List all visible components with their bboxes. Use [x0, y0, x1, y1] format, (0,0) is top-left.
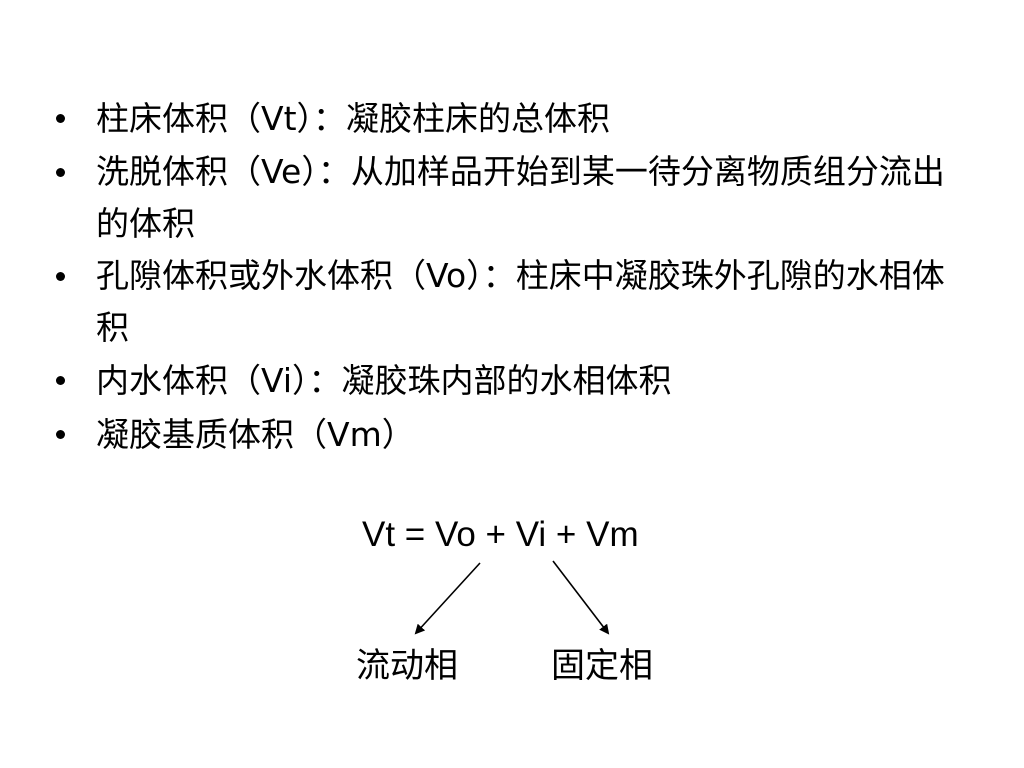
bullet-dot-icon	[56, 114, 65, 123]
bullet-item-matrix-volume: 凝胶基质体积（Vm）	[54, 408, 954, 462]
bullet-item-total-volume: 柱床体积（Vt）：凝胶柱床的总体积	[54, 92, 954, 146]
bullet-item-elution-volume: 洗脱体积（Ve）：从加样品开始到某一待分离物质组分流出的体积	[54, 146, 954, 250]
formula-arrows	[414, 560, 610, 635]
volume-formula: Vt = Vo + Vi + Vm	[362, 515, 639, 554]
arrow-to-mobile-phase	[414, 562, 481, 635]
bullet-item-void-volume: 孔隙体积或外水体积（Vo）：柱床中凝胶珠外孔隙的水相体积	[54, 250, 954, 354]
bullet-text: 洗脱体积（Ve）：从加样品开始到某一待分离物质组分流出的体积	[96, 152, 945, 243]
bullet-text: 凝胶基质体积（Vm）	[96, 415, 415, 454]
mobile-phase-label: 流动相	[356, 646, 458, 686]
bullet-item-inner-volume: 内水体积（Vi）：凝胶珠内部的水相体积	[54, 354, 954, 408]
bullet-dot-icon	[56, 168, 65, 177]
bullet-dot-icon	[56, 376, 65, 385]
arrow-to-stationary-phase	[552, 560, 610, 635]
bullet-list: 柱床体积（Vt）：凝胶柱床的总体积 洗脱体积（Ve）：从加样品开始到某一待分离物…	[54, 92, 954, 462]
stationary-phase-label: 固定相	[551, 646, 653, 686]
bullet-dot-icon	[56, 430, 65, 439]
bullet-text: 内水体积（Vi）：凝胶珠内部的水相体积	[96, 361, 672, 400]
bullet-text: 柱床体积（Vt）：凝胶柱床的总体积	[96, 99, 611, 138]
bullet-text: 孔隙体积或外水体积（Vo）：柱床中凝胶珠外孔隙的水相体积	[96, 256, 945, 347]
bullet-dot-icon	[56, 272, 65, 281]
